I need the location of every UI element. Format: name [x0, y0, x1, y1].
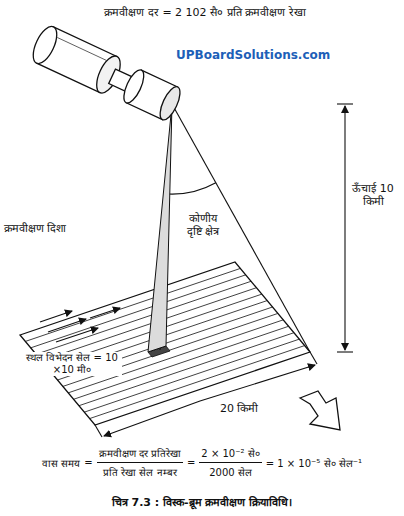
formula-fraction: 2 × 10⁻² से०2000 सेल — [199, 446, 261, 479]
scan-line — [36, 281, 251, 354]
swath-width-dimension — [95, 352, 317, 437]
scanner-sensor — [28, 23, 184, 124]
scan-line — [31, 275, 246, 348]
scan-line — [25, 268, 240, 341]
watermark: UPBoardSolutions.com — [176, 48, 336, 62]
dwell-time-formula: वास समय = क्रमवीक्षण दर प्रतिरेखाप्रति रेख… — [6, 446, 398, 479]
instantaneous-beam — [148, 104, 172, 352]
fraction-numerator: 2 × 10⁻² से० — [199, 446, 261, 463]
formula-term: वास समय — [42, 456, 80, 470]
equals-sign: = — [84, 457, 92, 468]
fraction-denominator: प्रति रेखा सेल नम्बर — [101, 463, 179, 479]
equals-sign: = — [187, 457, 195, 468]
field-of-view — [160, 104, 310, 352]
field-of-view-label: कोणीय दृष्टि क्षेत्र — [180, 212, 226, 238]
scan-direction-arrows — [40, 308, 120, 342]
scan-rate-note: क्रमवीक्षण दर = 2 102 सै० प्रति क्रमवीक्… — [40, 6, 370, 19]
height-label: ऊँचाई 10 किमी — [346, 182, 400, 208]
height-dimension — [337, 104, 353, 352]
ground-cell-label: स्थल विभेदन सेल = 10 ×10 मी० — [22, 352, 122, 376]
formula-result: = 1 × 10⁻⁵ से० सेल⁻¹ — [266, 456, 362, 470]
swath-width-label: 20 किमी — [218, 402, 278, 415]
scan-direction-label: क्रमवीक्षण दिशा — [4, 222, 94, 235]
figure-caption: चित्र 7.3 : विस्क-ब्रूम क्रमवीक्षण क्रिय… — [0, 494, 404, 509]
fraction-denominator: 2000 सेल — [207, 463, 254, 479]
formula-fraction: क्रमवीक्षण दर प्रतिरेखाप्रति रेखा सेल नम… — [97, 446, 183, 479]
fraction-numerator: क्रमवीक्षण दर प्रतिरेखा — [97, 446, 183, 463]
flight-direction-arrow — [300, 391, 340, 430]
